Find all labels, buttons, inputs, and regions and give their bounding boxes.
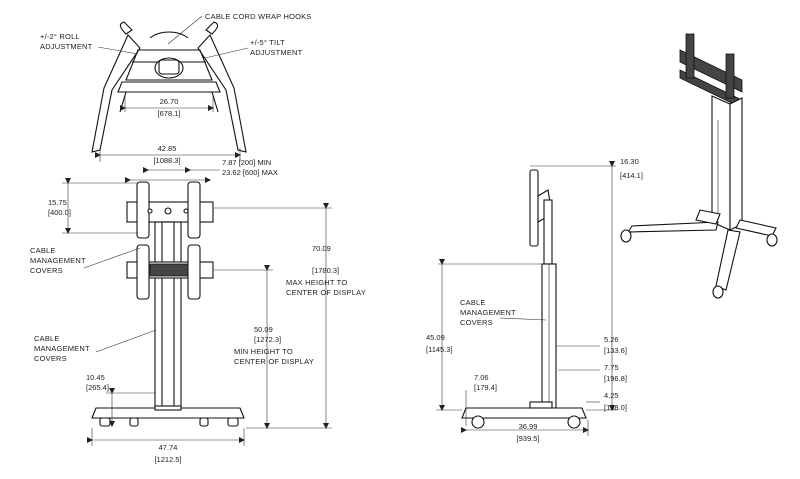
label-cable-cord-wrap-hooks: CABLE CORD WRAP HOOKS bbox=[205, 12, 312, 21]
label-cable-covers-side-3: COVERS bbox=[460, 318, 493, 327]
top-view-drawing bbox=[91, 21, 247, 153]
dim-top-outer-width-mm: [1088.3] bbox=[153, 156, 180, 165]
dim-vesa-min: 7.87 [200] MIN bbox=[222, 158, 271, 167]
label-cable-covers-front-3: COVERS bbox=[30, 266, 63, 275]
dim-side-depth-mm: [414.1] bbox=[620, 171, 643, 180]
label-roll-adjustment-2: ADJUSTMENT bbox=[40, 42, 93, 51]
dim-side-7-75: 7.75 bbox=[604, 363, 619, 372]
label-max-height-1: MAX HEIGHT TO bbox=[286, 278, 347, 287]
dim-side-base-depth-mm: [939.5] bbox=[517, 434, 540, 443]
side-view-dimensions bbox=[436, 161, 618, 436]
dim-side-column: 45.09 bbox=[426, 333, 445, 342]
dim-base-width: 47.74 bbox=[159, 443, 178, 452]
label-tilt-adjustment-1: +/-5° TILT bbox=[250, 38, 285, 47]
dim-side-7-06-mm: [179.4] bbox=[474, 383, 497, 392]
dim-min-height: 50.09 bbox=[254, 325, 273, 334]
label-max-height-2: CENTER OF DISPLAY bbox=[286, 288, 366, 297]
label-min-height-2: CENTER OF DISPLAY bbox=[234, 357, 314, 366]
dim-top-inner-width: 26.70 bbox=[160, 97, 179, 106]
dim-side-5-26-mm: [133.6] bbox=[604, 346, 627, 355]
dim-bracket-height: 15.75 bbox=[48, 198, 67, 207]
label-cable-covers-front-1: CABLE bbox=[30, 246, 56, 255]
label-roll-adjustment-1: +/-2° ROLL bbox=[40, 32, 80, 41]
front-view-drawing bbox=[91, 181, 245, 427]
label-cable-covers-side-1: CABLE bbox=[460, 298, 486, 307]
dim-max-height-mm: [1780.3] bbox=[312, 266, 339, 275]
dim-vesa-max: 23.62 [600] MAX bbox=[222, 168, 278, 177]
dim-base-width-mm: [1212.5] bbox=[154, 455, 181, 464]
dim-bracket-height-mm: [400.0] bbox=[48, 208, 71, 217]
dim-side-4-25-mm: [108.0] bbox=[604, 403, 627, 412]
label-cable-covers-lower-1: CABLE bbox=[34, 334, 60, 343]
dim-side-4-25: 4.25 bbox=[604, 391, 619, 400]
dim-top-inner-width-mm: [678.1] bbox=[158, 109, 181, 118]
dim-side-depth: 16.30 bbox=[620, 157, 639, 166]
side-view-drawing bbox=[461, 169, 587, 429]
dim-base-height-mm: [265.4] bbox=[86, 383, 109, 392]
dim-top-outer-width: 42.85 bbox=[158, 144, 177, 153]
dim-min-height-mm: [1272.3] bbox=[254, 335, 281, 344]
label-min-height-1: MIN HEIGHT TO bbox=[234, 347, 293, 356]
label-cable-covers-front-2: MANAGEMENT bbox=[30, 256, 86, 265]
front-view-dimensions bbox=[62, 178, 332, 446]
dim-max-height: 70.09 bbox=[312, 244, 331, 253]
dim-side-7-06: 7.06 bbox=[474, 373, 489, 382]
label-tilt-adjustment-2: ADJUSTMENT bbox=[250, 48, 303, 57]
label-cable-covers-lower-3: COVERS bbox=[34, 354, 67, 363]
label-cable-covers-side-2: MANAGEMENT bbox=[460, 308, 516, 317]
label-cable-covers-lower-2: MANAGEMENT bbox=[34, 344, 90, 353]
dim-side-7-75-mm: [196.8] bbox=[604, 374, 627, 383]
dim-side-column-mm: [1145.3] bbox=[426, 345, 453, 354]
dim-side-5-26: 5.26 bbox=[604, 335, 619, 344]
dim-side-base-depth: 36.99 bbox=[519, 422, 538, 431]
isometric-view-drawing bbox=[620, 33, 778, 299]
top-view-dimensions bbox=[95, 96, 241, 162]
dim-base-height: 10.45 bbox=[86, 373, 105, 382]
